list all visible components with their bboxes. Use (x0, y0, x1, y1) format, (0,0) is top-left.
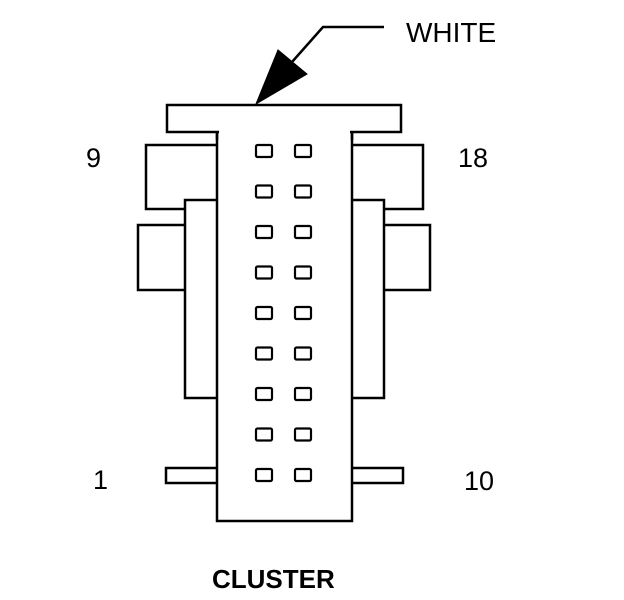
connector-body (136, 103, 432, 523)
wire-color-label: WHITE (406, 17, 496, 48)
terminal-cavity (293, 467, 313, 483)
right-guide-rail (349, 198, 386, 400)
terminal-cavity (254, 265, 274, 280)
terminal-cavity (293, 386, 313, 402)
terminal-cavity (254, 184, 274, 199)
pin-label-18: 18 (458, 143, 488, 173)
left-outer-latch (144, 143, 220, 211)
terminal-cavity (254, 467, 274, 483)
terminal-cavity (293, 224, 313, 240)
terminal-cavity (293, 346, 313, 361)
terminal-cavity (293, 143, 313, 159)
housing-body (215, 108, 354, 523)
pin-label-9: 9 (86, 143, 101, 173)
terminal-cavity (254, 143, 274, 159)
terminal-cavity-grid (254, 143, 313, 483)
pin-label-1: 1 (93, 465, 108, 495)
terminal-cavity (254, 386, 274, 402)
right-outer-latch (349, 143, 425, 211)
left-lock-tab (136, 223, 190, 292)
terminal-cavity (254, 224, 274, 240)
terminal-cavity (254, 427, 274, 442)
terminal-cavity (254, 305, 274, 321)
right-lock-tab (381, 223, 432, 292)
left-guide-rail (183, 198, 220, 400)
callout-arrow (254, 25, 384, 106)
terminal-cavity (254, 346, 274, 361)
terminal-cavity (293, 184, 313, 199)
terminal-cavity (293, 305, 313, 321)
terminal-cavity (293, 427, 313, 442)
top-flange (165, 103, 403, 134)
terminal-cavity (293, 265, 313, 280)
connector-title: CLUSTER (212, 564, 335, 594)
pin-label-10: 10 (464, 466, 494, 496)
